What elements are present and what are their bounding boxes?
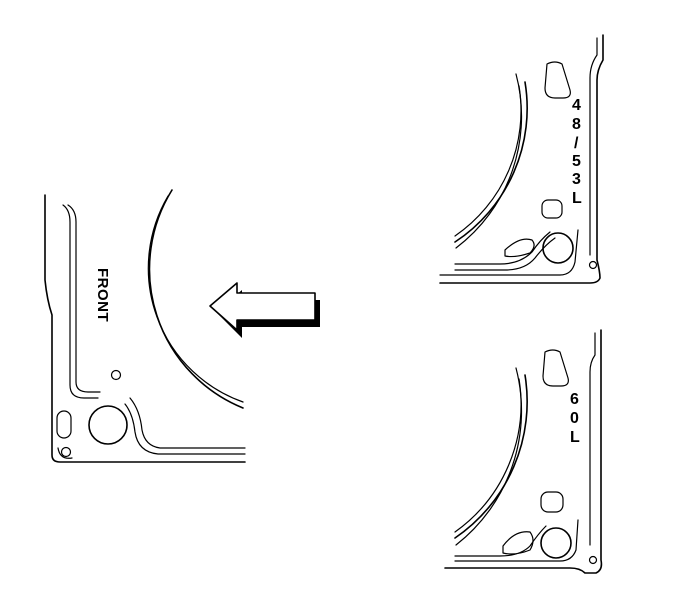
- top-right-gasket-outer-edge-2: [589, 37, 598, 256]
- bottom-right-engine-label: 6 0 L: [570, 391, 580, 446]
- top-right-gasket-coolant-slot-low: [504, 238, 535, 258]
- bottom-right-gasket-coolant-slot-mid: [540, 491, 564, 513]
- engine-label-char: 4: [572, 97, 581, 114]
- bottom-right-gasket-bore-inner-2: [455, 367, 523, 546]
- left-gasket-inner-edge-2: [67, 204, 101, 393]
- left-gasket-bore-inner: [147, 195, 244, 403]
- top-right-gasket-bottom-rail: [454, 231, 551, 265]
- arrow-left-icon: [209, 282, 320, 338]
- bottom-right-gasket-bottom-rail: [454, 525, 547, 557]
- engine-label-char: 3: [572, 171, 581, 188]
- bottom-right-gasket-outer-edge-2: [589, 332, 596, 546]
- left-gasket-bottom-rail: [129, 397, 246, 449]
- top-right-gasket-corner-hole: [588, 260, 598, 270]
- left-gasket-corner-hole: [60, 446, 72, 458]
- engine-label-char: 0: [570, 410, 579, 427]
- top-right-gasket-bore-outer: [454, 81, 528, 243]
- top-right-gasket-coolant-slot-top: [544, 61, 571, 99]
- engine-label-char: L: [570, 429, 580, 446]
- engine-label-char: 8: [572, 116, 581, 133]
- engine-label-char: L: [572, 190, 582, 207]
- bottom-right-gasket-bore-outer: [454, 374, 528, 539]
- top-right-gasket-bottom-rail-2: [454, 237, 556, 271]
- top-right-gasket: 4 8 / 5 3 L: [439, 34, 604, 284]
- top-right-gasket-coolant-slot-mid: [541, 199, 563, 219]
- bottom-right-gasket-outer-edge: [444, 329, 603, 574]
- bottom-right-gasket-corner-hole: [588, 555, 598, 565]
- left-gasket-small-hole: [110, 369, 122, 381]
- front-label: FRONT: [94, 268, 111, 322]
- left-gasket: FRONT: [44, 189, 246, 463]
- arrow-face: [209, 282, 316, 331]
- bottom-right-gasket: 6 0 L: [444, 329, 603, 574]
- bottom-right-gasket-bottom-rail-2: [454, 519, 579, 562]
- top-right-gasket-dowel-hole: [542, 232, 574, 264]
- left-gasket-inner-edge: [62, 204, 99, 399]
- left-gasket-dowel-hole: [88, 405, 128, 445]
- bottom-right-gasket-coolant-slot-low: [502, 531, 534, 555]
- left-gasket-coolant-slot: [56, 410, 72, 439]
- top-right-gasket-bottom-rail-3: [439, 229, 579, 276]
- top-right-gasket-outer-edge: [439, 34, 604, 284]
- bottom-right-gasket-coolant-slot-top: [542, 349, 569, 387]
- left-gasket-corner-curve: [57, 447, 73, 459]
- engine-label-char: 6: [570, 391, 579, 408]
- bottom-right-gasket-dowel-hole: [540, 527, 572, 559]
- engine-label-char: /: [574, 135, 579, 152]
- top-right-gasket-bore-inner-2: [455, 73, 523, 249]
- top-right-engine-label: 4 8 / 5 3 L: [572, 97, 582, 207]
- left-gasket-bottom-rail-2: [124, 403, 246, 455]
- engine-label-char: 5: [572, 153, 581, 170]
- left-gasket-outer-edge: [44, 194, 246, 463]
